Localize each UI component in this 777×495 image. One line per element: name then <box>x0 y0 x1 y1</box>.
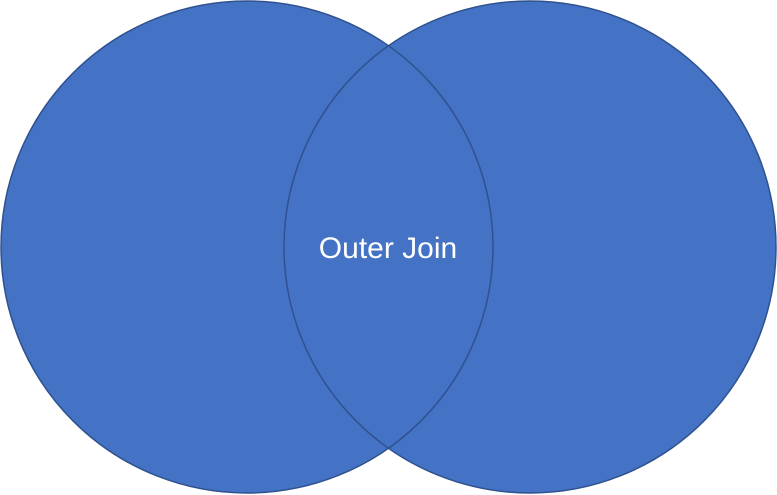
left-set-outline <box>0 0 494 494</box>
venn-label: Outer Join <box>319 232 457 265</box>
right-set-circle <box>284 1 776 493</box>
right-set-outline <box>283 0 777 494</box>
